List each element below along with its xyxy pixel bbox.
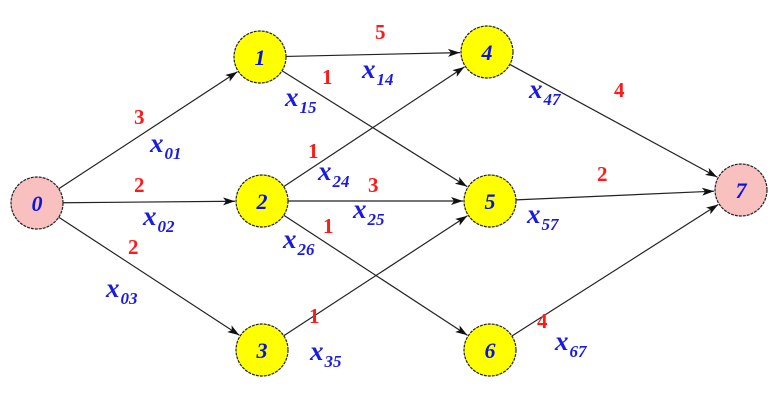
node-6: 6 xyxy=(463,323,517,377)
node-label: 3 xyxy=(256,338,268,363)
variable-base: x xyxy=(142,201,157,231)
edge-weight-1-5: 1 xyxy=(322,65,333,89)
edge-1-5 xyxy=(281,70,468,188)
variable-base: x xyxy=(317,156,332,186)
edge-weight-4-7: 4 xyxy=(614,78,625,102)
edge-variable-2-6: x26 xyxy=(282,224,315,259)
edge-variable-4-7: x47 xyxy=(528,74,562,109)
node-circle xyxy=(235,174,289,228)
edge-weight-5-7: 2 xyxy=(597,162,608,186)
node-1: 1 xyxy=(233,30,287,84)
edge-weight-0-1: 3 xyxy=(134,105,145,129)
variable-base: x xyxy=(284,82,299,112)
edge-weight-3-5: 1 xyxy=(309,304,320,328)
node-4: 4 xyxy=(460,25,514,79)
variable-subscript: 24 xyxy=(332,172,350,191)
edge-variable-2-5: x25 xyxy=(352,194,385,229)
node-label: 0 xyxy=(32,191,43,216)
edge-weight-2-6: 1 xyxy=(323,214,334,238)
edge-weight-0-2: 2 xyxy=(134,173,145,197)
edge-variable-2-4: x24 xyxy=(317,156,350,191)
edge-variable-0-1: x01 xyxy=(149,128,182,163)
variable-subscript: 26 xyxy=(297,240,316,259)
variable-base: x xyxy=(361,54,376,84)
variable-subscript: 15 xyxy=(300,98,318,117)
edge-variable-1-5: x15 xyxy=(284,82,317,117)
variable-subscript: 01 xyxy=(165,144,182,163)
variable-subscript: 35 xyxy=(324,352,343,371)
node-label: 6 xyxy=(485,338,496,363)
edge-0-2 xyxy=(62,197,236,206)
edge-0-1 xyxy=(58,71,238,190)
edge-variable-0-2: x02 xyxy=(142,201,175,236)
edge-3-5 xyxy=(283,215,468,337)
edge-weight-6-7: 4 xyxy=(537,309,548,333)
edge-weight-0-3: 2 xyxy=(128,235,139,259)
node-5: 5 xyxy=(463,174,517,228)
edge-variable-5-7: x57 xyxy=(526,199,560,234)
variable-base: x xyxy=(526,199,541,229)
node-0: 0 xyxy=(10,176,64,230)
edge-5-7 xyxy=(515,187,715,201)
edge-0-3 xyxy=(58,216,240,336)
variable-base: x xyxy=(352,194,367,224)
variable-base: x xyxy=(554,326,569,356)
edge-6-7 xyxy=(511,204,719,337)
variable-subscript: 25 xyxy=(367,210,386,229)
variable-base: x xyxy=(149,128,164,158)
edge-weight-2-5: 3 xyxy=(368,173,379,197)
edge-variable-6-7: x67 xyxy=(554,326,588,361)
variable-base: x xyxy=(105,273,120,303)
node-label: 2 xyxy=(256,189,268,214)
variable-subscript: 14 xyxy=(377,70,394,89)
node-label: 4 xyxy=(481,40,493,65)
node-circle xyxy=(463,323,517,377)
node-circle xyxy=(10,176,64,230)
node-circle xyxy=(233,30,287,84)
variable-subscript: 57 xyxy=(542,215,561,234)
edge-variable-0-3: x03 xyxy=(105,273,138,308)
variable-base: x xyxy=(309,336,324,366)
edges-layer xyxy=(58,48,719,337)
edge-weight-2-4: 1 xyxy=(308,139,319,163)
node-circle xyxy=(235,323,289,377)
node-label: 5 xyxy=(485,189,496,214)
node-7: 7 xyxy=(714,163,768,217)
edge-weight-1-4: 5 xyxy=(375,20,386,44)
variable-subscript: 47 xyxy=(543,90,563,109)
edge-1-4 xyxy=(285,48,461,58)
node-label: 7 xyxy=(736,178,748,203)
node-2: 2 xyxy=(235,174,289,228)
edge-variable-3-5: x35 xyxy=(309,336,342,371)
node-label: 1 xyxy=(255,45,266,70)
node-circle xyxy=(460,25,514,79)
variable-subscript: 03 xyxy=(121,289,139,308)
node-circle xyxy=(714,163,768,217)
edge-variable-1-4: x14 xyxy=(361,54,394,89)
edge-4-7 xyxy=(509,63,718,178)
variable-base: x xyxy=(528,74,543,104)
variable-subscript: 02 xyxy=(158,217,176,236)
variable-base: x xyxy=(282,224,297,254)
edge-2-4 xyxy=(283,66,465,188)
variable-subscript: 67 xyxy=(570,342,589,361)
node-circle xyxy=(463,174,517,228)
node-3: 3 xyxy=(235,323,289,377)
